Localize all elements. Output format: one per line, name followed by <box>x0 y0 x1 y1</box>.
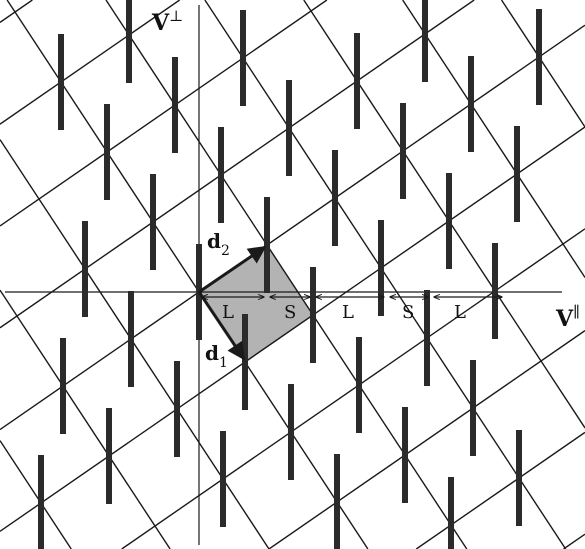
window-bars <box>38 0 542 549</box>
d1-vector-arrow <box>197 291 246 361</box>
lattice-line <box>0 0 475 329</box>
d1-label: d1 <box>205 341 228 371</box>
window-bar <box>126 0 132 83</box>
window-bar <box>536 9 542 105</box>
lattice-line <box>402 0 585 278</box>
lattice-line <box>0 440 72 549</box>
lattice-line <box>500 0 585 128</box>
window-bar <box>446 173 452 269</box>
window-bar <box>468 56 474 152</box>
window-bar <box>60 338 66 434</box>
window-bar <box>218 127 224 223</box>
lattice-line <box>0 0 181 125</box>
lattice-line <box>0 24 585 431</box>
window-bar <box>106 408 112 504</box>
segment-label-3: L <box>342 302 354 323</box>
horizontal-axis-label: V∥ <box>555 303 580 332</box>
segment-label-4: S <box>402 302 414 323</box>
window-bar <box>514 126 520 222</box>
window-bar <box>288 384 294 480</box>
segment-label-1: L <box>222 302 234 323</box>
window-bar <box>82 221 88 317</box>
lattice-line <box>563 533 585 549</box>
window-bar <box>172 57 178 153</box>
window-bar <box>38 455 44 549</box>
segment-label-2: S <box>284 302 296 323</box>
d2-vector-arrow <box>198 245 267 294</box>
window-bar <box>422 0 428 82</box>
window-bar <box>104 104 110 200</box>
window-bar <box>242 314 248 410</box>
segment-label-5: L <box>454 302 466 323</box>
window-bar <box>402 407 408 503</box>
d2-label: d2 <box>207 229 230 259</box>
window-bar <box>220 431 226 527</box>
window-bar <box>354 33 360 129</box>
window-bar <box>310 267 316 363</box>
lattice-line <box>0 289 171 549</box>
lattice-line <box>204 0 567 549</box>
window-bar <box>240 10 246 106</box>
lattice-line <box>6 0 369 549</box>
lattice-line <box>268 330 585 549</box>
lattice-line <box>0 0 33 23</box>
window-bar <box>448 477 454 549</box>
window-bar <box>378 220 384 316</box>
vertical-axis-label: V⊥ <box>151 7 183 36</box>
window-bar <box>334 454 340 549</box>
lattice-line <box>121 228 585 549</box>
window-bar <box>264 197 270 293</box>
window-bar <box>356 337 362 433</box>
lattice-line <box>415 431 585 549</box>
window-bar <box>492 243 498 339</box>
window-bar <box>400 103 406 199</box>
window-bar <box>174 361 180 457</box>
lattice-line <box>0 126 585 532</box>
window-bar <box>286 80 292 176</box>
window-bar <box>128 291 134 387</box>
window-bar <box>470 360 476 456</box>
lattice-line <box>303 0 585 429</box>
window-bar <box>516 430 522 526</box>
window-bar <box>332 150 338 246</box>
lattice-line <box>0 0 328 227</box>
window-bar <box>150 174 156 270</box>
window-bar <box>424 290 430 386</box>
window-bar <box>58 34 64 130</box>
